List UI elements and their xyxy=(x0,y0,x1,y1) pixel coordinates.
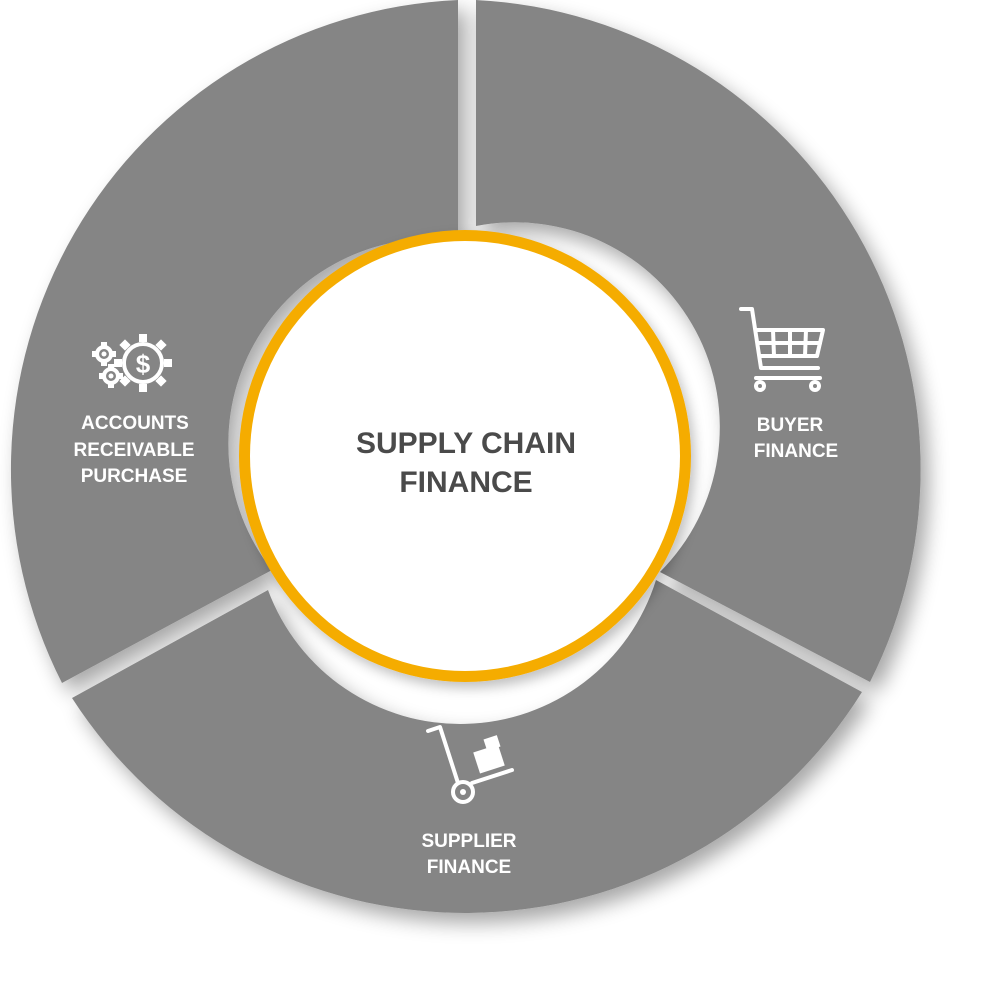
supplier-finance-segment xyxy=(72,580,862,913)
center-disc xyxy=(250,241,680,671)
supplier-finance-label-line1: SUPPLIER xyxy=(421,831,516,852)
supplier-finance-label-line2: FINANCE xyxy=(427,857,511,878)
svg-text:$: $ xyxy=(136,349,151,379)
accounts-label-line3: PURCHASE xyxy=(81,466,188,487)
center-title-line1: SUPPLY CHAIN xyxy=(356,427,576,460)
buyer-finance-segment xyxy=(476,0,921,682)
buyer-finance-label-line1: BUYER xyxy=(757,415,824,436)
accounts-receivable-block: $ ACCOUNTS RECEIVABLE PURCHASE xyxy=(73,334,195,487)
buyer-finance-block: BUYER FINANCE xyxy=(739,307,838,462)
hand-truck-icon xyxy=(426,725,514,804)
accounts-label-line1: ACCOUNTS xyxy=(81,413,189,434)
accounts-receivable-segment xyxy=(10,0,459,683)
gears-dollar-icon: $ xyxy=(92,334,172,392)
buyer-finance-label-line2: FINANCE xyxy=(754,441,838,462)
segment-group xyxy=(10,0,921,913)
supplier-finance-block: SUPPLIER FINANCE xyxy=(421,725,517,878)
shopping-cart-icon xyxy=(739,307,825,392)
accounts-label-line2: RECEIVABLE xyxy=(73,440,194,461)
center-title-line2: FINANCE xyxy=(399,466,532,499)
